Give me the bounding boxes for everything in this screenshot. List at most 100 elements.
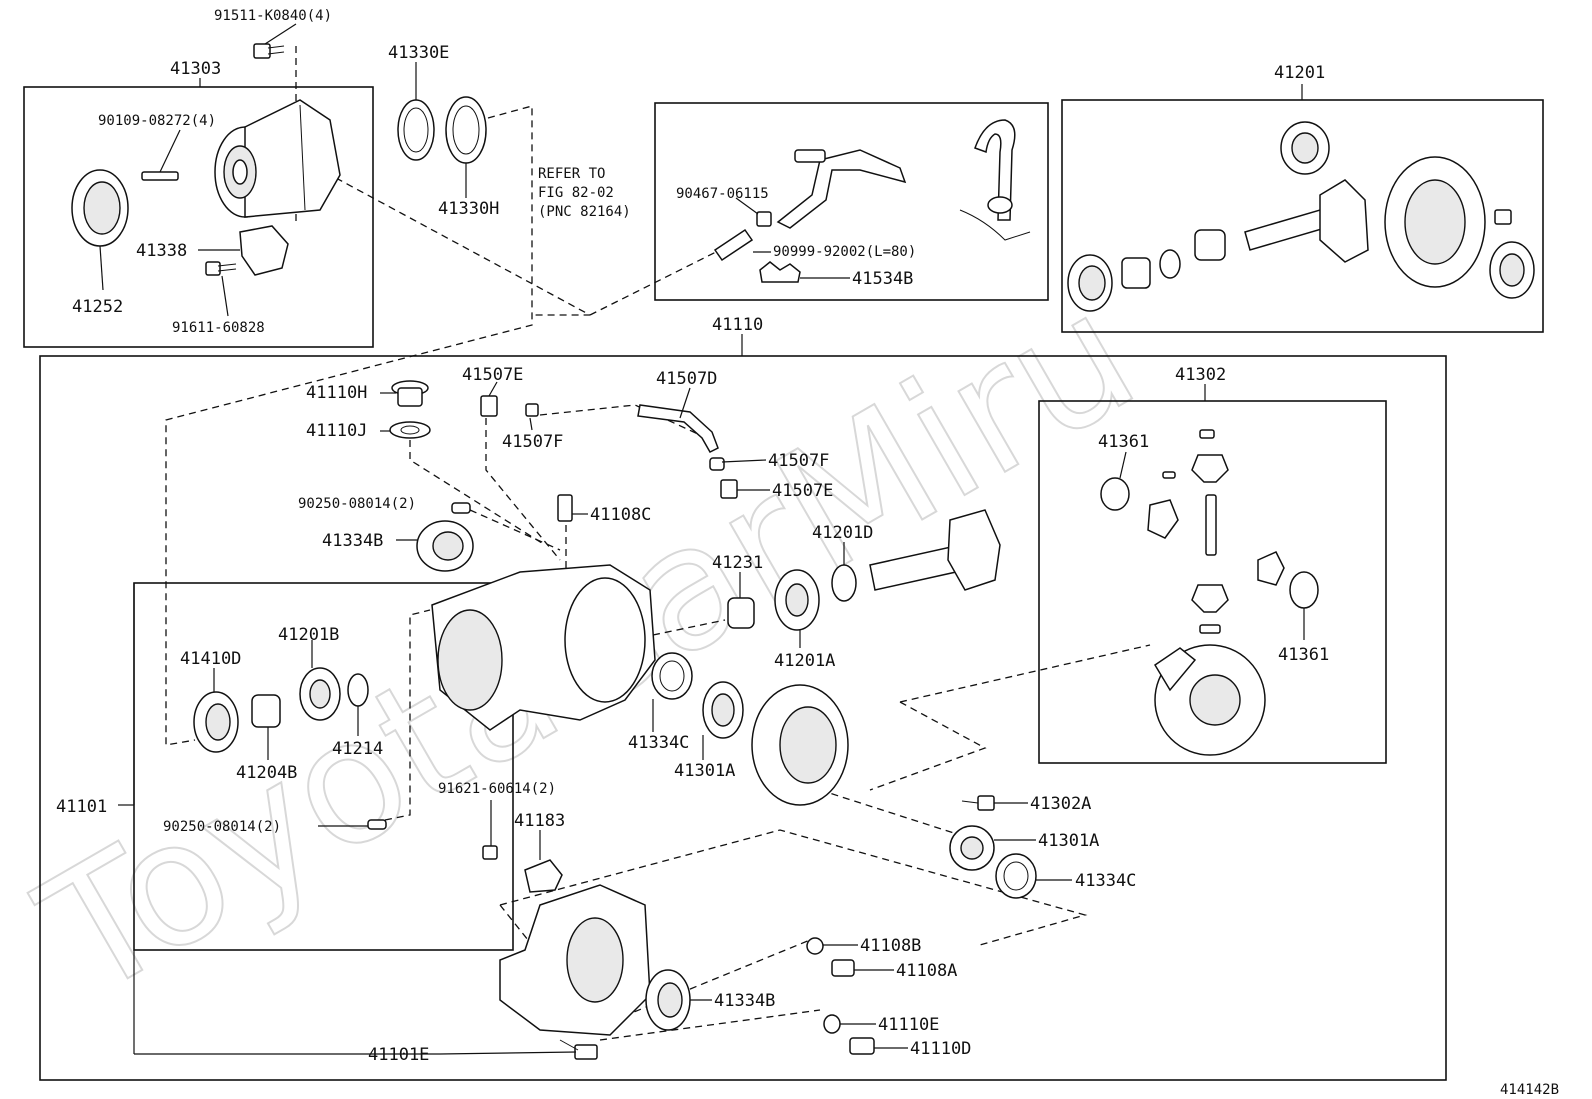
bracket-41338-icon xyxy=(239,225,289,276)
label-41338: 41338 xyxy=(136,241,187,261)
bearing-41301A-icon xyxy=(702,681,744,739)
label-41301A-left: 41301A xyxy=(674,761,735,781)
label-41507D: 41507D xyxy=(656,369,717,389)
label-41507F-right: 41507F xyxy=(768,451,829,471)
label-41410D: 41410D xyxy=(180,649,241,669)
flange-housing-icon xyxy=(214,99,341,218)
seal-41334C-right-icon xyxy=(995,853,1037,899)
diff-case-icon xyxy=(1153,644,1266,756)
bearing-41301A-right-icon xyxy=(949,825,995,871)
stud-90109-icon xyxy=(141,171,179,181)
washer-41201D-icon xyxy=(831,564,857,602)
bearing-41201-top-icon xyxy=(1280,121,1330,175)
ring-gear-icon xyxy=(751,684,849,806)
clip-41534B-icon xyxy=(759,261,801,283)
pipe-bend-icon xyxy=(959,119,1031,241)
label-41507E-right: 41507E xyxy=(772,481,833,501)
label-90999-92002: 90999-92002(L=80) xyxy=(773,244,916,260)
label-41330E: 41330E xyxy=(388,43,449,63)
oil-seal-41252-icon xyxy=(71,169,129,247)
label-41183: 41183 xyxy=(514,811,565,831)
bearings-41201B-row-icon xyxy=(193,667,369,753)
plug-41108C-icon xyxy=(557,494,573,522)
bolt-41302A-icon xyxy=(961,795,995,811)
seal-41330E-icon xyxy=(397,99,435,161)
small-plugs-icon xyxy=(806,937,875,1055)
label-90109-08272: 90109-08272(4) xyxy=(98,113,216,129)
note-line-3: (PNC 82164) xyxy=(538,204,631,220)
bolt-91611-icon xyxy=(205,261,237,276)
label-41204B: 41204B xyxy=(236,763,297,783)
label-41507E-top: 41507E xyxy=(462,365,523,385)
drive-pinion-icon xyxy=(869,509,1001,591)
frame-41303 xyxy=(23,86,374,348)
label-41231: 41231 xyxy=(712,553,763,573)
bolt-41101E-icon xyxy=(559,1039,598,1060)
label-41110D: 41110D xyxy=(910,1039,971,1059)
label-41110: 41110 xyxy=(712,315,763,335)
label-41302A: 41302A xyxy=(1030,794,1091,814)
label-41507F-left: 41507F xyxy=(502,432,563,452)
label-91511-K0840: 91511-K0840(4) xyxy=(214,8,332,24)
hose-41507D-icon xyxy=(637,404,738,499)
label-41108B: 41108B xyxy=(860,936,921,956)
label-90250-08014-bottom: 90250-08014(2) xyxy=(163,819,281,835)
label-41361-right: 41361 xyxy=(1278,645,1329,665)
bearing-41334B-bottom-icon xyxy=(645,969,691,1031)
label-41302: 41302 xyxy=(1175,365,1226,385)
label-91611-60828: 91611-60828 xyxy=(172,320,265,336)
bearing-41201A-icon xyxy=(774,569,820,631)
label-41110J: 41110J xyxy=(306,421,367,441)
label-41108A: 41108A xyxy=(896,961,957,981)
diagram-code: 414142B xyxy=(1500,1082,1559,1098)
label-41201D: 41201D xyxy=(812,523,873,543)
label-41252: 41252 xyxy=(72,297,123,317)
pinion-shaft-icon xyxy=(1194,179,1369,263)
seal-41330H-icon xyxy=(445,96,487,164)
note-line-2: FIG 82-02 xyxy=(538,185,614,201)
label-41330H: 41330H xyxy=(438,199,499,219)
spacer-41231-icon xyxy=(727,597,755,629)
label-41110E: 41110E xyxy=(878,1015,939,1035)
bolt-91511-icon xyxy=(253,43,285,59)
clip-90467-icon xyxy=(756,211,772,227)
pin-90250-top-icon xyxy=(451,502,471,514)
label-90250-08014-top: 90250-08014(2) xyxy=(298,496,416,512)
pin-90250-bottom-icon xyxy=(367,819,387,830)
label-41303: 41303 xyxy=(170,59,221,79)
label-41201B: 41201B xyxy=(278,625,339,645)
carrier-housing-icon xyxy=(431,564,656,731)
diff-internals-icon xyxy=(1100,429,1319,634)
label-91621-60614: 91621-60614(2) xyxy=(438,781,556,797)
bolt-91621-icon xyxy=(482,845,498,860)
label-41334C-right: 41334C xyxy=(1075,871,1136,891)
label-41101E: 41101E xyxy=(368,1045,429,1065)
vent-hose-icon xyxy=(713,149,907,262)
label-41110H: 41110H xyxy=(306,383,367,403)
seal-41334C-icon xyxy=(651,652,693,700)
frame-41302 xyxy=(1038,400,1387,764)
bearing-41334B-icon xyxy=(416,520,474,572)
label-41334C-left: 41334C xyxy=(628,733,689,753)
label-41534B: 41534B xyxy=(852,269,913,289)
frame-hose xyxy=(654,102,1049,301)
note-line-1: REFER TO xyxy=(538,166,605,182)
breather-41507E-icon xyxy=(480,395,539,417)
plug-41110H-icon xyxy=(391,380,429,407)
label-41108C: 41108C xyxy=(590,505,651,525)
label-41201A: 41201A xyxy=(774,651,835,671)
label-90467-06115: 90467-06115 xyxy=(676,186,769,202)
label-41334B-bottom: 41334B xyxy=(714,991,775,1011)
label-41101: 41101 xyxy=(56,797,107,817)
label-41334B-top: 41334B xyxy=(322,531,383,551)
label-41301A-right: 41301A xyxy=(1038,831,1099,851)
bearings-41201-row-icon xyxy=(1067,209,1535,312)
frame-41110 xyxy=(39,355,1447,1081)
label-41201: 41201 xyxy=(1274,63,1325,83)
ring-gear-41201-icon xyxy=(1384,156,1486,288)
plate-41183-icon xyxy=(524,859,563,893)
label-41361-left: 41361 xyxy=(1098,432,1149,452)
gasket-41110J-icon xyxy=(389,421,431,439)
label-41214: 41214 xyxy=(332,739,383,759)
